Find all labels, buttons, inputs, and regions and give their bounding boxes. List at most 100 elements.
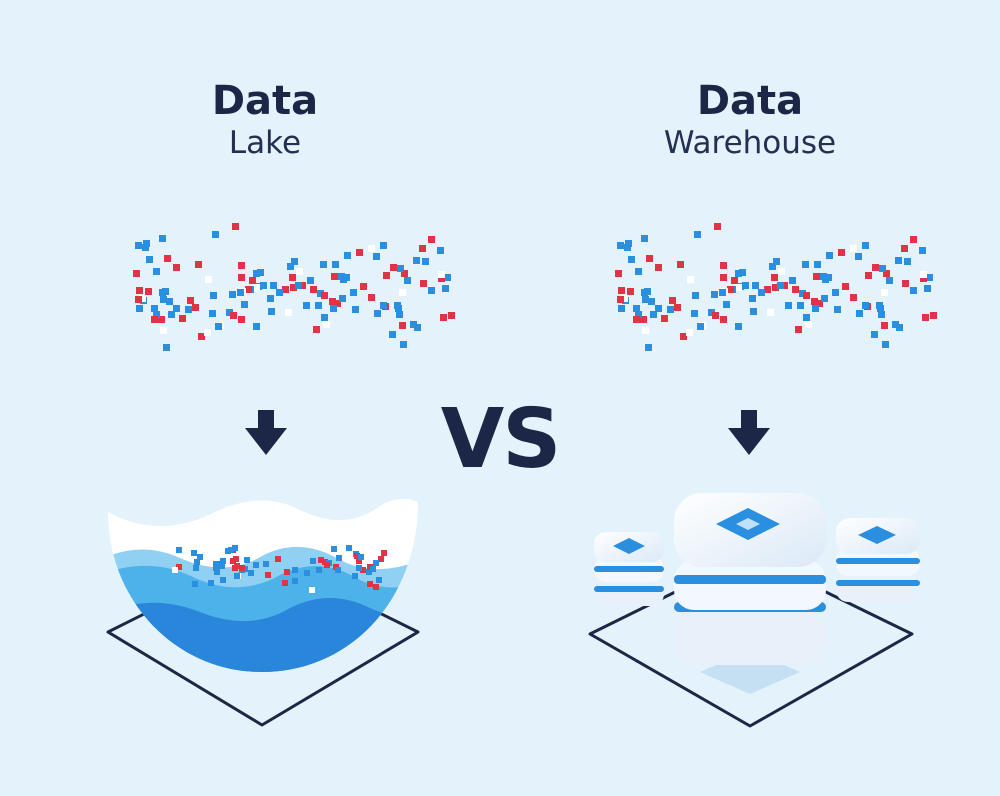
data-point-square xyxy=(444,274,451,281)
data-point-square xyxy=(234,563,240,569)
data-point-square xyxy=(773,258,780,265)
data-point-square xyxy=(158,316,165,323)
data-point-square xyxy=(315,302,322,309)
data-point-square xyxy=(210,292,217,299)
data-point-square xyxy=(354,553,360,559)
data-point-square xyxy=(193,565,199,571)
data-point-square xyxy=(331,273,338,280)
data-point-square xyxy=(151,305,158,312)
data-point-square xyxy=(661,315,668,322)
data-point-square xyxy=(230,312,237,319)
data-point-square xyxy=(336,555,342,561)
data-point-square xyxy=(401,270,408,277)
data-point-square xyxy=(930,312,937,319)
data-point-square xyxy=(168,311,175,318)
data-point-square xyxy=(176,564,182,570)
data-point-square xyxy=(617,296,624,303)
data-point-square xyxy=(648,298,655,305)
data-point-square xyxy=(192,581,198,587)
data-point-square xyxy=(257,269,264,276)
data-point-square xyxy=(159,289,166,296)
data-point-square xyxy=(850,245,857,252)
data-point-square xyxy=(771,274,778,281)
data-point-square xyxy=(442,285,449,292)
data-point-square xyxy=(655,264,662,271)
data-point-square xyxy=(437,247,444,254)
data-point-square xyxy=(331,546,337,552)
data-point-square xyxy=(135,296,142,303)
data-point-square xyxy=(214,569,220,575)
data-point-square xyxy=(410,321,417,328)
data-point-square xyxy=(904,258,911,265)
data-point-square xyxy=(735,323,742,330)
data-point-square xyxy=(420,280,427,287)
data-point-square xyxy=(195,261,202,268)
data-point-square xyxy=(241,301,248,308)
data-point-square xyxy=(321,314,328,321)
data-point-square xyxy=(176,547,182,553)
data-point-square xyxy=(767,309,774,316)
data-point-square xyxy=(133,270,140,277)
data-point-square xyxy=(708,309,715,316)
data-point-square xyxy=(370,566,376,572)
data-point-square xyxy=(777,282,784,289)
data-point-square xyxy=(226,309,233,316)
data-point-square xyxy=(714,223,721,230)
data-point-square xyxy=(625,240,632,247)
data-point-square xyxy=(883,270,890,277)
data-point-square xyxy=(303,302,310,309)
data-point-square xyxy=(139,295,146,302)
data-point-square xyxy=(669,297,676,304)
data-point-square xyxy=(208,580,214,586)
data-point-square xyxy=(440,314,447,321)
data-point-square xyxy=(448,312,455,319)
data-point-square xyxy=(356,565,362,571)
data-point-square xyxy=(285,309,292,316)
data-point-square xyxy=(320,261,327,268)
data-point-square xyxy=(902,280,909,287)
data-point-square xyxy=(360,567,366,573)
data-point-square xyxy=(438,275,445,282)
data-point-square xyxy=(374,310,381,317)
data-point-square xyxy=(813,273,820,280)
down-arrow-icon xyxy=(728,410,770,455)
data-warehouse-heading: Data Warehouse xyxy=(600,78,900,162)
data-point-square xyxy=(367,581,373,587)
data-point-square xyxy=(136,305,143,312)
data-point-square xyxy=(667,306,674,313)
data-point-square xyxy=(799,290,806,297)
data-point-square xyxy=(399,322,406,329)
data-point-square xyxy=(316,567,322,573)
data-point-square xyxy=(419,245,426,252)
data-lake-subtitle: Lake xyxy=(228,125,302,161)
data-point-square xyxy=(209,310,216,317)
data-warehouse-title: Data xyxy=(696,78,804,124)
data-point-square xyxy=(323,321,330,328)
warehouse-data-points xyxy=(615,223,937,351)
data-point-square xyxy=(173,264,180,271)
data-point-square xyxy=(142,244,149,251)
data-point-square xyxy=(814,261,821,268)
data-point-square xyxy=(253,562,259,568)
data-point-square xyxy=(220,577,226,583)
data-point-square xyxy=(143,240,150,247)
server-stack-icon xyxy=(588,493,920,728)
data-point-square xyxy=(219,563,225,569)
data-point-square xyxy=(270,282,277,289)
vs-label: VS xyxy=(440,392,562,487)
data-point-square xyxy=(384,555,390,561)
data-point-square xyxy=(291,258,298,265)
data-point-square xyxy=(877,305,884,312)
small-server-right xyxy=(836,518,920,602)
data-point-square xyxy=(307,277,314,284)
data-point-square xyxy=(642,296,649,303)
data-point-square xyxy=(720,316,727,323)
data-point-square xyxy=(292,578,298,584)
data-point-square xyxy=(739,269,746,276)
data-point-square xyxy=(878,311,885,318)
data-point-square xyxy=(769,263,776,270)
data-point-square xyxy=(832,289,839,296)
data-point-square xyxy=(366,569,372,575)
data-point-square xyxy=(692,292,699,299)
